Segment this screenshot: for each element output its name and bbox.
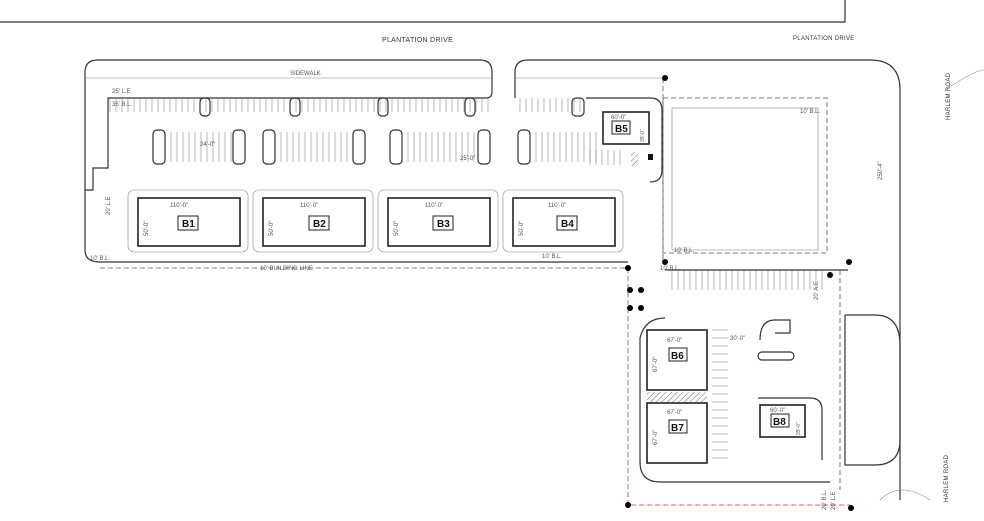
building-label: B8 [773, 417, 786, 428]
depth-dimension: 50'-0" [394, 221, 400, 236]
aisle-dimension: 25'-0" [460, 156, 475, 162]
width-dimension: 110'-0" [300, 203, 318, 209]
building-label: B2 [313, 219, 326, 230]
width-dimension: 110'-0" [425, 203, 443, 209]
depth-dimension: 50'-0" [144, 221, 150, 236]
depth-dimension: 67'-0" [653, 357, 659, 372]
setback-label: 10' B.L. [800, 109, 820, 115]
setback-label: 10' B.L. [674, 248, 694, 254]
depth-dimension: 35'-0" [796, 422, 802, 435]
harlem-curb [663, 59, 901, 500]
harlem-road-upper-label: HARLEM ROAD [946, 72, 952, 120]
building-b8[interactable]: B8 60'-0" 35'-0" [758, 397, 823, 460]
sheet-border [0, 0, 846, 23]
dumpster [648, 154, 653, 160]
building-b3[interactable]: B3 110'-0" 50'-0" [377, 189, 499, 253]
accessible-stall [631, 152, 638, 166]
aisle-dimension: 24'-0" [200, 142, 215, 148]
building-b1[interactable]: B1 110'-0" 50'-0" [127, 189, 249, 253]
harlem-road-lower-label: HARLEM ROAD [944, 454, 950, 502]
width-dimension: 67'-0" [667, 338, 682, 344]
frontage-dimension: 250'-4" [878, 161, 884, 180]
sidewalk-label: SIDEWALK [290, 71, 321, 77]
building-b5[interactable]: B5 60'-0" 35'-0" [602, 111, 650, 145]
building-b4[interactable]: B4 110'-0" 50'-0" [502, 189, 624, 253]
setback-label: 10' B.L. [90, 256, 110, 262]
east-island [844, 314, 901, 466]
width-dimension: 110'-0" [548, 203, 566, 209]
setback-label: 10' B.L. [542, 254, 562, 260]
building-label: B5 [615, 124, 628, 135]
plantation-drive-corner-label: PLANTATION DRIVE [793, 36, 855, 42]
depth-dimension: 50'-0" [519, 221, 525, 236]
east-parcel-setback [662, 97, 828, 254]
building-label: B4 [561, 219, 574, 230]
building-label: B3 [437, 219, 450, 230]
depth-dimension: 35'-0" [640, 129, 646, 142]
setback-label: 20' L.E [831, 492, 837, 511]
north-curb [84, 59, 493, 191]
building-label: B1 [182, 219, 195, 230]
building-b2[interactable]: B2 110'-0" 50'-0" [252, 189, 374, 253]
building-label: B7 [671, 423, 684, 434]
width-dimension: 110'-0" [170, 203, 188, 209]
setback-label: 20' L.E [106, 197, 112, 216]
building-b6[interactable]: B6 67'-0" 67'-0" [646, 329, 708, 391]
building-label: B6 [671, 351, 684, 362]
width-dimension: 60'-0" [611, 115, 626, 121]
width-dimension: 60'-0" [770, 408, 785, 414]
parking-stalls [109, 98, 823, 459]
depth-dimension: 67'-0" [653, 430, 659, 445]
setback-label: 10' B.L. [660, 266, 680, 272]
building-line-note: 10' BUILDING LINE [260, 266, 313, 272]
building-b7[interactable]: B7 67'-0" 67'-0" [646, 402, 708, 464]
plantation-drive-label: PLANTATION DRIVE [382, 37, 453, 44]
setback-label: 25' L.E [112, 89, 131, 95]
setback-label: 35' B.L. [112, 102, 132, 108]
aisle-dimension: 30'-0" [730, 336, 745, 342]
depth-dimension: 50'-0" [269, 221, 275, 236]
property-corners [625, 75, 854, 511]
setback-label: 20' A.E [814, 281, 820, 300]
landscape-islands [152, 97, 585, 165]
setback-label: 20' B.L. [822, 490, 828, 510]
southeast-curb [639, 317, 830, 483]
width-dimension: 67'-0" [667, 410, 682, 416]
walkway [647, 392, 707, 402]
